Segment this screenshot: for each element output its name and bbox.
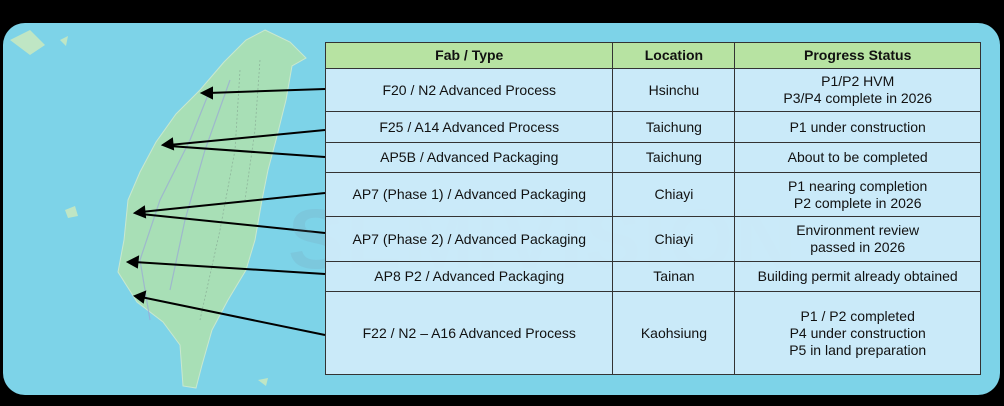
- status-line: P1 under construction: [789, 118, 926, 135]
- taiwan-map: [10, 29, 326, 389]
- fab-type-cell: AP7 (Phase 1) / Advanced Packaging: [324, 172, 614, 217]
- status-line: P1 / P2 completed: [800, 307, 915, 324]
- status-line: P4 under construction: [789, 324, 926, 341]
- fab-type-cell: F25 / A14 Advanced Process: [324, 111, 614, 143]
- location-cell: Tainan: [612, 261, 736, 292]
- location-cell: Chiayi: [612, 216, 736, 262]
- location-cell: Taichung: [612, 142, 736, 173]
- status-line: Building permit already obtained: [757, 268, 958, 284]
- status-line: P3/P4 complete in 2026: [783, 90, 933, 106]
- header-location: Location: [612, 42, 736, 69]
- location-cell: Taichung: [612, 111, 736, 143]
- header-fab-type: Fab / Type: [324, 42, 614, 69]
- status-line: P2 complete in 2026: [793, 194, 922, 211]
- table-header-row: Fab / Type Location Progress Status: [324, 42, 981, 69]
- status-line: passed in 2026: [810, 239, 906, 255]
- location-cell: Chiayi: [612, 172, 736, 217]
- progress-status-cell: P1 under construction: [734, 111, 981, 143]
- fab-type-cell: F22 / N2 – A16 Advanced Process: [324, 291, 614, 375]
- progress-status-cell: About to be completed: [734, 142, 981, 173]
- status-line: P1 nearing completion: [788, 177, 928, 194]
- header-progress-status: Progress Status: [734, 42, 981, 69]
- fab-type-cell: AP7 (Phase 2) / Advanced Packaging: [324, 216, 614, 262]
- fab-type-cell: AP5B / Advanced Packaging: [324, 142, 614, 173]
- fab-progress-table: Fab / Type Location Progress Status F20 …: [324, 42, 981, 375]
- fab-type-cell: F20 / N2 Advanced Process: [324, 68, 614, 112]
- status-line: About to be completed: [787, 149, 928, 165]
- location-cell: Hsinchu: [612, 68, 736, 112]
- location-cell: Kaohsiung: [612, 291, 736, 375]
- taiwan-island: [117, 29, 307, 389]
- progress-status-cell: Building permit already obtained: [734, 261, 981, 292]
- pointer-arrows: [125, 86, 326, 336]
- fab-type-cell: AP8 P2 / Advanced Packaging: [324, 261, 614, 292]
- status-line: P1/P2 HVM: [821, 73, 895, 89]
- status-line: Environment review: [796, 222, 920, 238]
- status-line: P5 in land preparation: [789, 341, 927, 358]
